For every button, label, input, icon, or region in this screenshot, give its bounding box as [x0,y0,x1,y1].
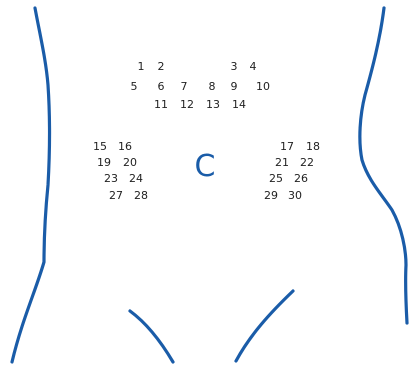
point-23: 23 [104,172,118,185]
point-17: 17 [280,140,294,153]
point-29: 29 [264,189,278,202]
point-15: 15 [93,140,107,153]
point-10: 10 [256,80,270,93]
point-7: 7 [181,80,188,93]
center-marker: C [195,149,216,184]
left-body-outline [12,8,50,362]
right-body-outline [360,8,407,323]
point-20: 20 [123,156,137,169]
point-13: 13 [206,98,220,111]
point-27: 27 [109,189,123,202]
point-25: 25 [269,172,283,185]
point-9: 9 [231,80,238,93]
point-16: 16 [118,140,132,153]
point-24: 24 [129,172,143,185]
point-11: 11 [154,98,168,111]
point-6: 6 [158,80,165,93]
point-1: 1 [138,60,145,73]
point-19: 19 [97,156,111,169]
point-30: 30 [288,189,302,202]
left-leg-crease [130,311,173,362]
point-26: 26 [294,172,308,185]
point-2: 2 [158,60,165,73]
point-21: 21 [275,156,289,169]
point-18: 18 [306,140,320,153]
point-14: 14 [232,98,246,111]
point-28: 28 [134,189,148,202]
point-4: 4 [250,60,257,73]
point-5: 5 [131,80,138,93]
point-3: 3 [231,60,238,73]
point-12: 12 [180,98,194,111]
point-8: 8 [209,80,216,93]
point-22: 22 [300,156,314,169]
right-leg-crease [236,291,293,361]
